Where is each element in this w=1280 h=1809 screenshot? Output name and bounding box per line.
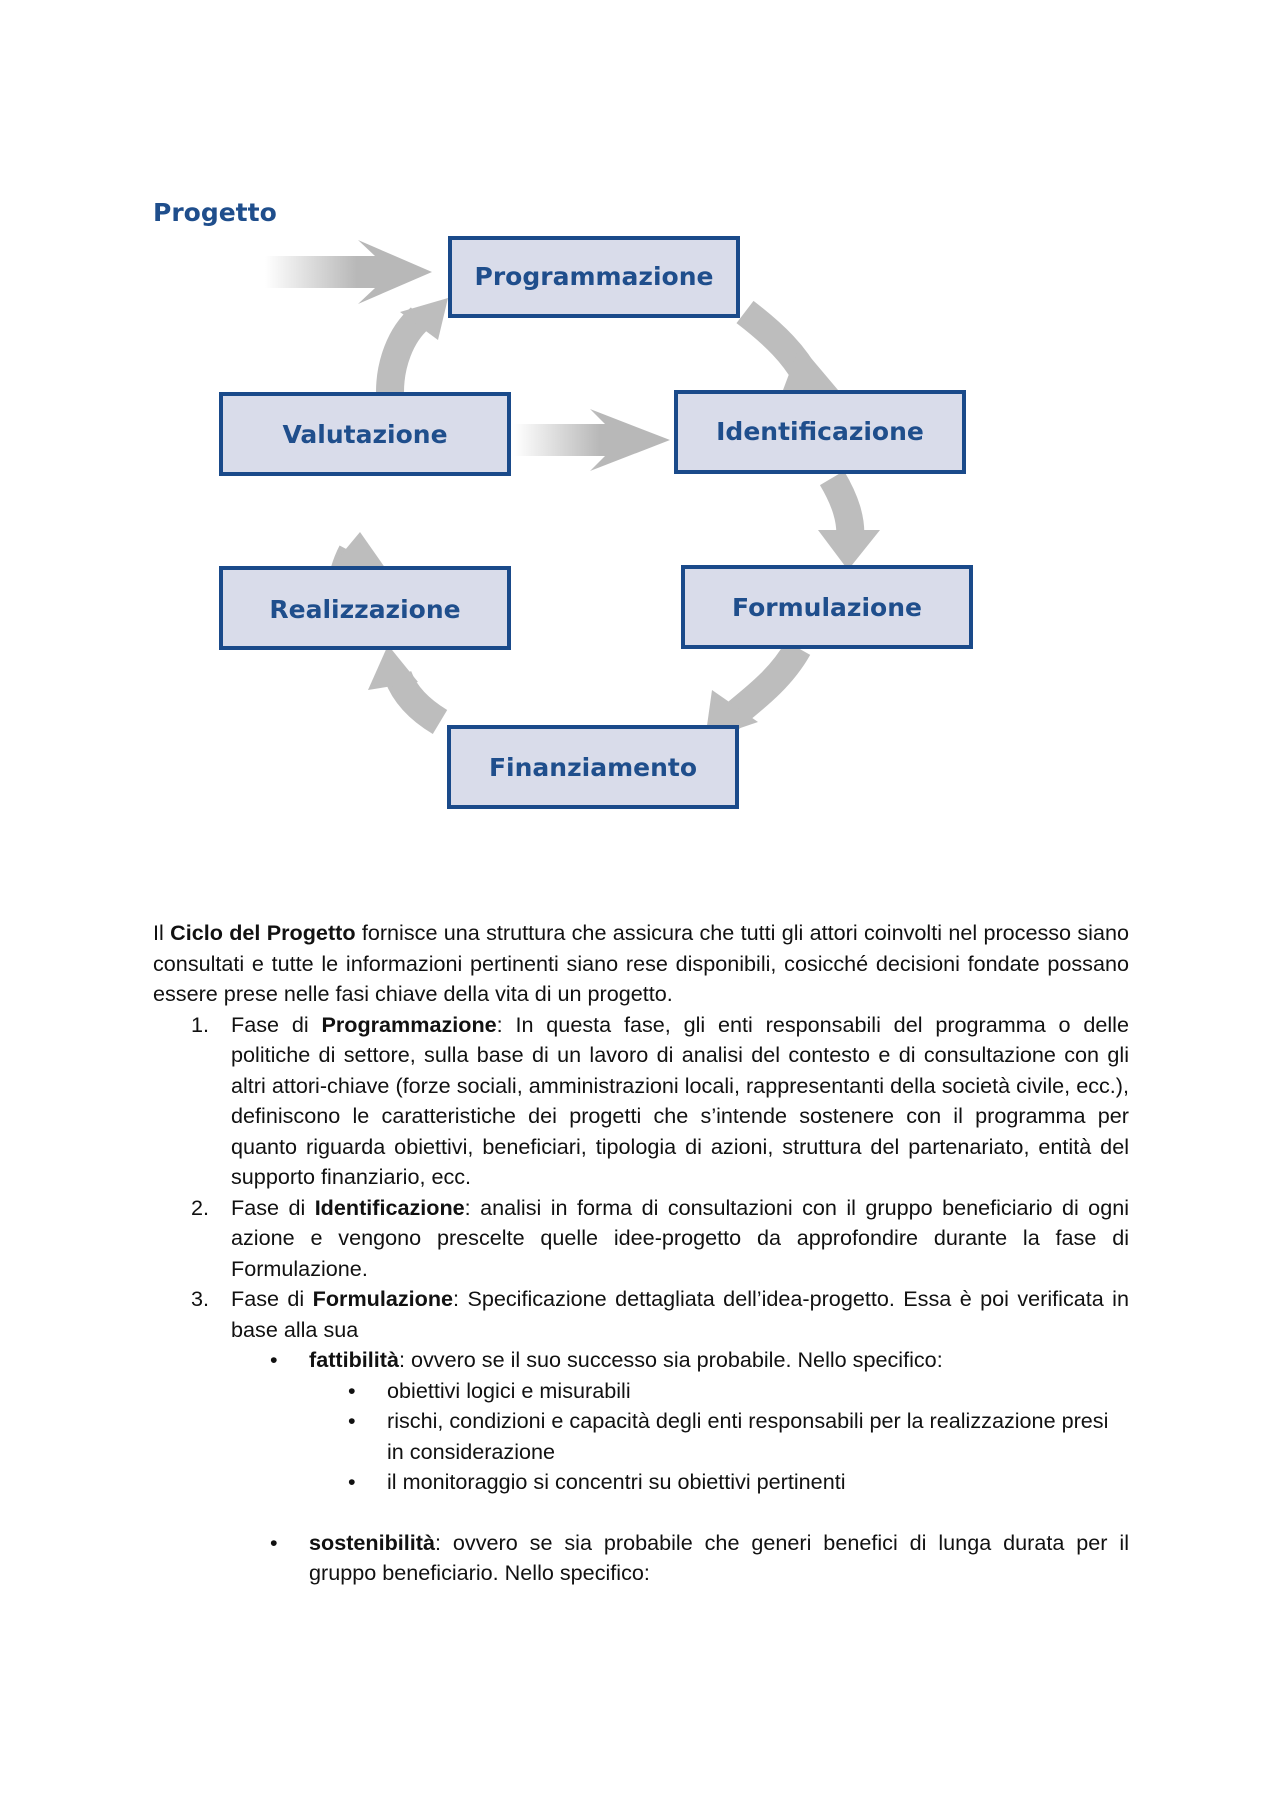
list-number: 2.	[191, 1194, 210, 1220]
box-label-identificazione: Identificazione	[716, 417, 924, 446]
bullet-marker: •	[270, 1529, 278, 1555]
cycle-arrowheads	[330, 298, 880, 740]
box-programmazione: Programmazione	[448, 236, 740, 318]
intro-bold: Ciclo del Progetto	[170, 920, 356, 945]
subbullet: • obiettivi logici e misurabili	[153, 1376, 1129, 1407]
cycle-arrows	[324, 300, 865, 735]
inner-arrow	[514, 409, 670, 471]
list-item-programmazione: 1. Fase di Programmazione: In questa fas…	[191, 1011, 1129, 1190]
list-item-identificazione: 2. Fase di Identificazione: analisi in f…	[191, 1194, 1130, 1281]
bullet-marker: •	[348, 1408, 356, 1433]
box-formulazione: Formulazione	[681, 565, 973, 649]
bullet-marker: •	[348, 1469, 356, 1494]
document-body: Il Ciclo del Progetto fornisce una strut…	[153, 918, 1129, 1589]
list-number: 1.	[191, 1011, 210, 1037]
project-cycle-diagram: Progetto Programmazione Identificazione …	[153, 198, 973, 809]
bullet-marker: •	[270, 1347, 278, 1372]
box-label-valutazione: Valutazione	[282, 420, 447, 449]
diagram-title: Progetto	[153, 198, 277, 227]
subbullet: • il monitoraggio si concentri su obiett…	[153, 1467, 1129, 1498]
bullet-sostenibilita: • sostenibilità: ovvero se sia probabile…	[270, 1529, 1129, 1586]
bullet-fattibilita: • fattibilità: ovvero se il suo successo…	[153, 1345, 1129, 1376]
list-item-formulazione: 3. Fase di Formulazione: Specificazione …	[191, 1286, 1129, 1342]
intro-paragraph: Il Ciclo del Progetto fornisce una strut…	[153, 920, 1130, 1006]
box-finanziamento: Finanziamento	[447, 725, 739, 809]
box-identificazione: Identificazione	[674, 390, 966, 474]
box-realizzazione: Realizzazione	[219, 566, 511, 650]
box-label-finanziamento: Finanziamento	[489, 753, 697, 782]
box-label-programmazione: Programmazione	[475, 262, 714, 291]
list-number: 3.	[191, 1286, 210, 1311]
entry-arrow	[265, 240, 432, 304]
bullet-marker: •	[348, 1377, 356, 1403]
spacer	[153, 1498, 1129, 1528]
box-label-realizzazione: Realizzazione	[269, 595, 460, 624]
box-valutazione: Valutazione	[219, 392, 511, 476]
box-label-formulazione: Formulazione	[732, 593, 922, 622]
subbullet: • rischi, condizioni e capacità degli en…	[348, 1408, 1109, 1464]
